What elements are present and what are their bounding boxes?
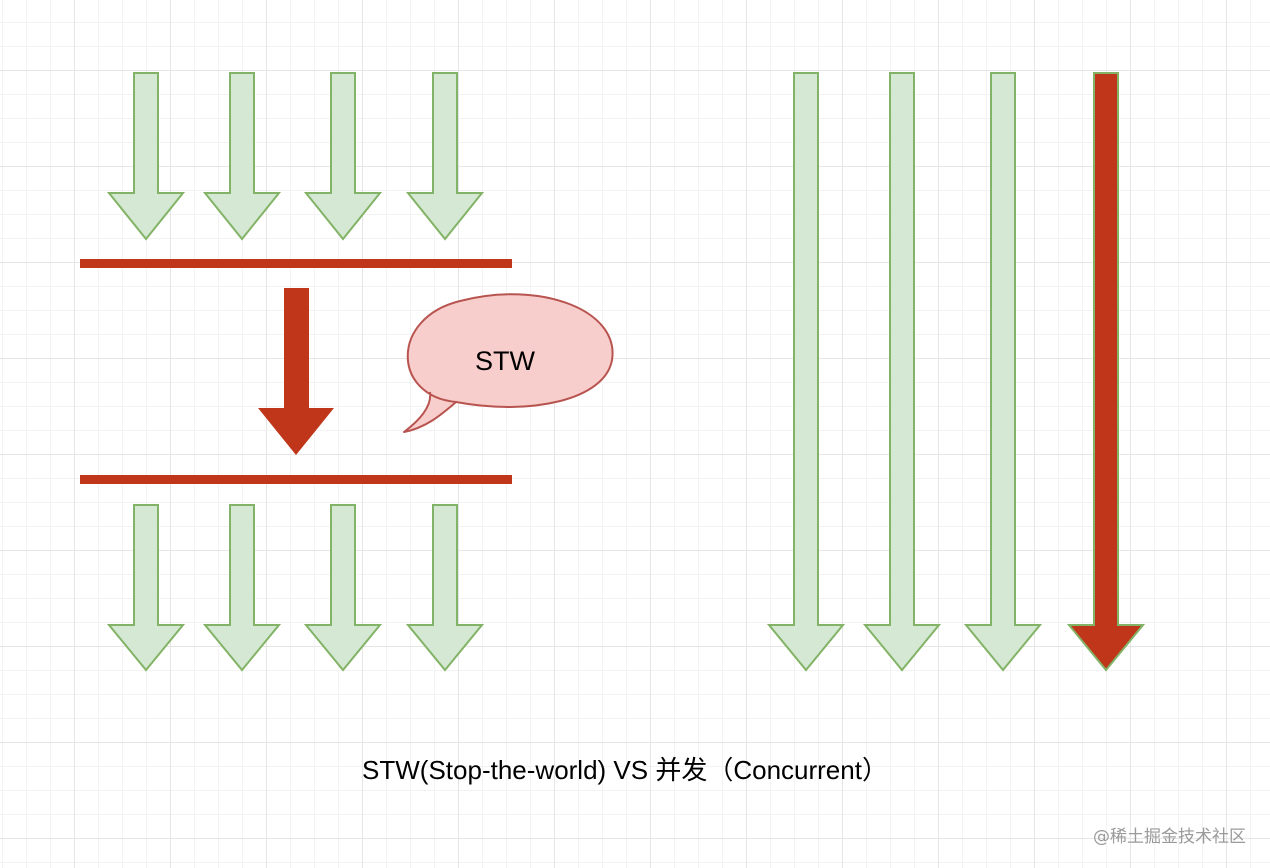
concurrent-section [766, 72, 1146, 672]
stw-pause-end-line [80, 475, 512, 484]
stw-bottom-arrow-2-icon [202, 504, 282, 672]
stw-bottom-arrow-3-icon [303, 504, 383, 672]
speech-bubble-icon [403, 293, 614, 433]
stw-pause-start-line [80, 259, 512, 268]
stw-section: STW [80, 72, 614, 672]
stw-bottom-arrow-1-icon [106, 504, 186, 672]
stw-bubble-label: STW [475, 346, 536, 376]
stw-top-arrow-4-icon [405, 72, 485, 241]
diagram-caption: STW(Stop-the-world) VS 并发（Concurrent） [362, 755, 888, 785]
stw-top-arrow-3-icon [303, 72, 383, 241]
stw-top-arrow-2-icon [202, 72, 282, 241]
concurrent-arrow-1-icon [766, 72, 846, 672]
stw-red-arrow-icon [258, 288, 334, 455]
stw-bottom-arrow-4-icon [405, 504, 485, 672]
concurrent-arrow-3-icon [963, 72, 1043, 672]
concurrent-red-arrow-icon [1066, 72, 1146, 672]
stw-top-arrow-1-icon [106, 72, 186, 241]
concurrent-arrow-2-icon [862, 72, 942, 672]
watermark: @稀土掘金技术社区 [1093, 827, 1246, 847]
